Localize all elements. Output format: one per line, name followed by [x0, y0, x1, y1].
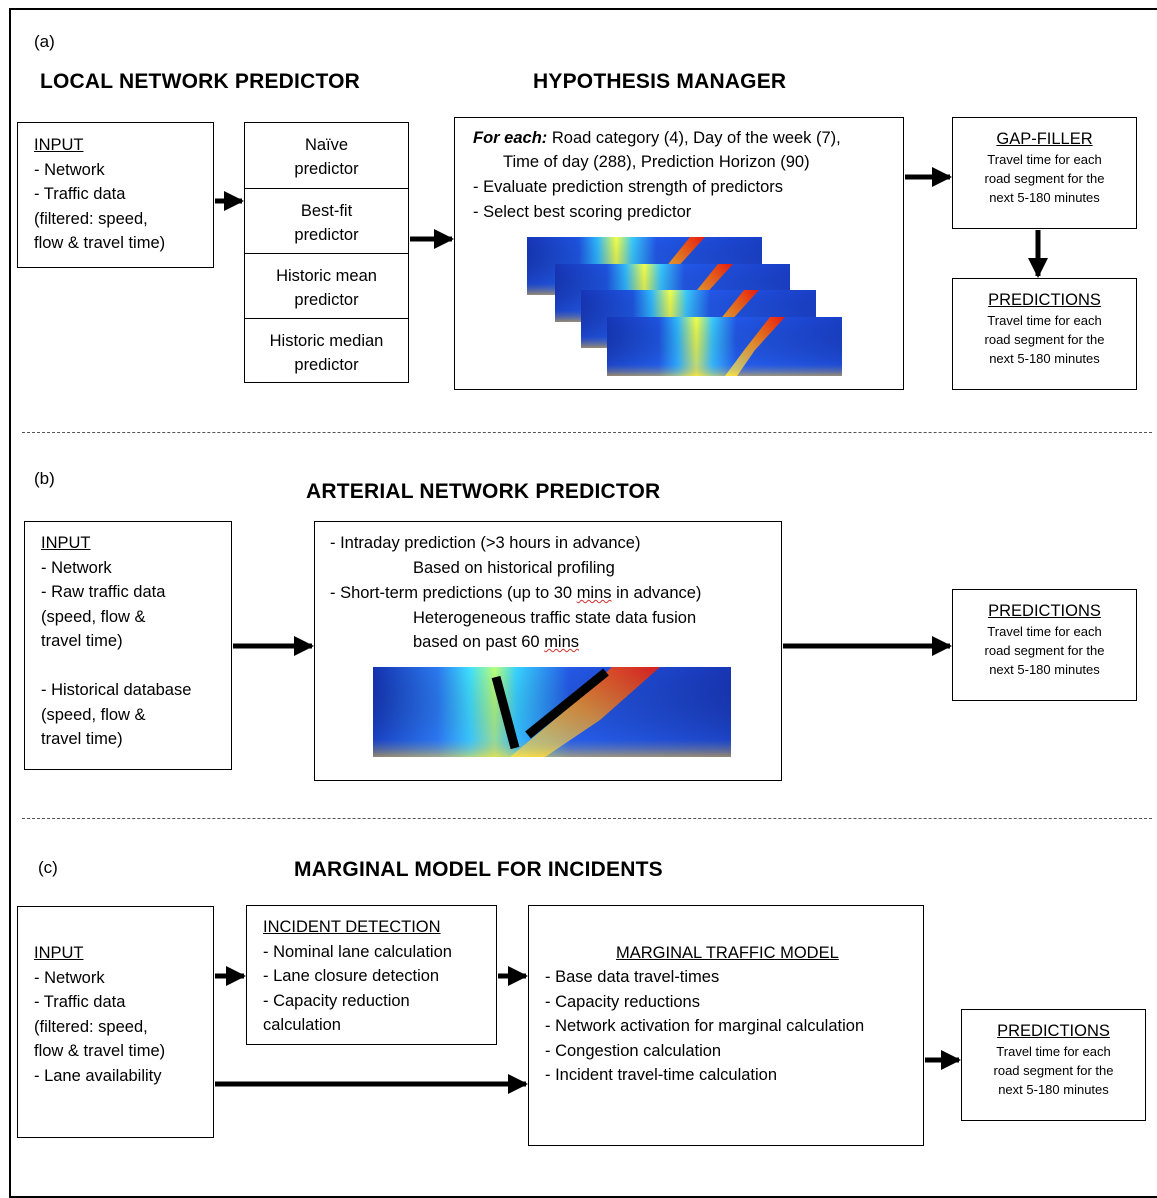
- gap-filler-line: Travel time for each: [987, 152, 1102, 167]
- for-each-label: For each:: [473, 129, 548, 147]
- marginal-line: - Capacity reductions: [545, 992, 700, 1011]
- historic-mean-predictor-cell: Historic mean predictor: [245, 253, 408, 318]
- input-line: - Traffic data: [34, 185, 126, 203]
- gap-filler-box: GAP-FILLER Travel time for each road seg…: [952, 117, 1137, 229]
- heatmap-layer-4: [607, 317, 842, 376]
- predictions-heading: PREDICTIONS: [988, 291, 1101, 309]
- input-line: - Network: [34, 160, 105, 179]
- input-line: - Network: [34, 968, 105, 987]
- predictor-suffix: predictor: [294, 291, 359, 309]
- predictions-line: road segment for the: [984, 643, 1105, 658]
- input-heading: INPUT: [41, 534, 91, 552]
- predictor-name: Historic median: [269, 332, 384, 350]
- marginal-line: - Incident travel-time calculation: [545, 1066, 778, 1084]
- predictor-suffix: predictor: [294, 356, 359, 374]
- arterial-text: based on past 60: [413, 633, 545, 651]
- marginal-line: - Base data travel-times: [545, 968, 720, 986]
- incident-line: calculation: [263, 1016, 341, 1034]
- input-line: (filtered: speed,: [34, 209, 148, 228]
- hypothesis-line: - Evaluate prediction strength of predic…: [473, 178, 783, 196]
- marginal-traffic-model-box: MARGINAL TRAFFIC MODEL - Base data trave…: [528, 905, 924, 1146]
- marginal-line: - Network activation for marginal calcul…: [545, 1017, 865, 1035]
- marginal-line: - Congestion calculation: [545, 1041, 722, 1060]
- predictor-name: Best-fit: [300, 202, 353, 220]
- historic-median-predictor-cell: Historic median predictor: [245, 318, 408, 383]
- input-heading: INPUT: [34, 944, 84, 962]
- input-line: - Network: [41, 558, 112, 577]
- arterial-text: - Short-term predictions (up to 30: [330, 584, 577, 602]
- input-line: flow & travel time): [34, 1042, 166, 1060]
- input-line: - Raw traffic data: [41, 583, 166, 601]
- overlay-line-diagonal: [525, 668, 609, 739]
- predictions-line: Travel time for each: [987, 624, 1102, 639]
- input-line: travel time): [41, 632, 123, 650]
- predictor-suffix: predictor: [294, 226, 359, 244]
- best-fit-predictor-cell: Best-fit predictor: [245, 188, 408, 253]
- naive-predictor-cell: Naïve predictor: [245, 123, 408, 188]
- arterial-line: based on past 60 mins: [413, 630, 579, 655]
- hypothesis-line: Road category (4), Day of the week (7),: [551, 129, 841, 147]
- input-line: flow & travel time): [34, 234, 166, 252]
- predictions-line: Travel time for each: [996, 1044, 1111, 1059]
- predictions-line: road segment for the: [984, 332, 1105, 347]
- divider-a-b: [22, 432, 1152, 433]
- input-line: - Traffic data: [34, 993, 126, 1011]
- predictions-heading: PREDICTIONS: [997, 1022, 1110, 1040]
- arterial-text: in advance): [611, 584, 702, 602]
- gap-filler-line: next 5-180 minutes: [989, 190, 1100, 205]
- gap-filler-line: road segment for the: [984, 171, 1105, 186]
- incident-line: - Lane closure detection: [263, 967, 440, 985]
- predictions-line: next 5-180 minutes: [998, 1082, 1109, 1097]
- arterial-text: mins: [544, 633, 580, 651]
- incident-line: - Nominal lane calculation: [263, 942, 452, 961]
- input-line: - Lane availability: [34, 1066, 162, 1085]
- input-line: (speed, flow &: [41, 607, 146, 626]
- arterial-line: Heterogeneous traffic state data fusion: [413, 609, 697, 627]
- arterial-text: mins: [576, 584, 612, 602]
- divider-b-c: [22, 818, 1152, 819]
- overlay-line-vertical: [491, 675, 520, 750]
- hypothesis-manager-title: HYPOTHESIS MANAGER: [533, 70, 787, 93]
- input-line: travel time): [41, 730, 123, 748]
- arterial-heatmap: [373, 667, 731, 757]
- panel-c-tag: (c): [38, 858, 58, 877]
- input-line: (speed, flow &: [41, 705, 146, 724]
- arterial-line: Based on historical profiling: [413, 559, 615, 577]
- incident-heading: INCIDENT DETECTION: [263, 918, 441, 936]
- predictions-line: Travel time for each: [987, 313, 1102, 328]
- local-network-predictor-title: LOCAL NETWORK PREDICTOR: [40, 70, 360, 93]
- input-heading: INPUT: [34, 136, 84, 154]
- marginal-model-title: MARGINAL MODEL FOR INCIDENTS: [294, 858, 663, 881]
- predictions-heading: PREDICTIONS: [988, 602, 1101, 620]
- predictions-line: road segment for the: [993, 1063, 1114, 1078]
- predictors-stack: Naïve predictor Best-fit predictor Histo…: [244, 122, 409, 383]
- input-line: (filtered: speed,: [34, 1017, 148, 1036]
- predictions-line: next 5-180 minutes: [989, 662, 1100, 677]
- panel-b-predictions-box: PREDICTIONS Travel time for each road se…: [952, 589, 1137, 701]
- predictions-line: next 5-180 minutes: [989, 351, 1100, 366]
- predictor-name: Historic mean: [276, 267, 377, 285]
- incident-line: - Capacity reduction: [263, 991, 410, 1010]
- panel-b-input-box: INPUT - Network - Raw traffic data (spee…: [24, 521, 232, 770]
- arterial-line: - Intraday prediction (>3 hours in advan…: [330, 534, 641, 552]
- incident-detection-box: INCIDENT DETECTION - Nominal lane calcul…: [246, 905, 497, 1045]
- arterial-line: - Short-term predictions (up to 30 mins …: [330, 581, 701, 606]
- predictor-name: Naïve: [304, 136, 349, 154]
- panel-c-predictions-box: PREDICTIONS Travel time for each road se…: [961, 1009, 1146, 1121]
- panel-b-tag: (b): [34, 469, 55, 488]
- input-line: - Historical database: [41, 681, 192, 699]
- marginal-heading: MARGINAL TRAFFIC MODEL: [616, 944, 839, 962]
- gap-filler-heading: GAP-FILLER: [996, 130, 1093, 148]
- hypothesis-line: Time of day (288), Prediction Horizon (9…: [503, 153, 810, 171]
- predictor-suffix: predictor: [294, 160, 359, 178]
- panel-c-input-box: INPUT - Network - Traffic data (filtered…: [17, 906, 214, 1138]
- heatmap-stack: [527, 237, 842, 376]
- arterial-network-predictor-title: ARTERIAL NETWORK PREDICTOR: [306, 480, 661, 503]
- panel-a-predictions-box: PREDICTIONS Travel time for each road se…: [952, 278, 1137, 390]
- panel-a-input-box: INPUT - Network - Traffic data (filtered…: [17, 122, 214, 268]
- panel-a-tag: (a): [34, 32, 55, 51]
- hypothesis-line: - Select best scoring predictor: [473, 203, 692, 221]
